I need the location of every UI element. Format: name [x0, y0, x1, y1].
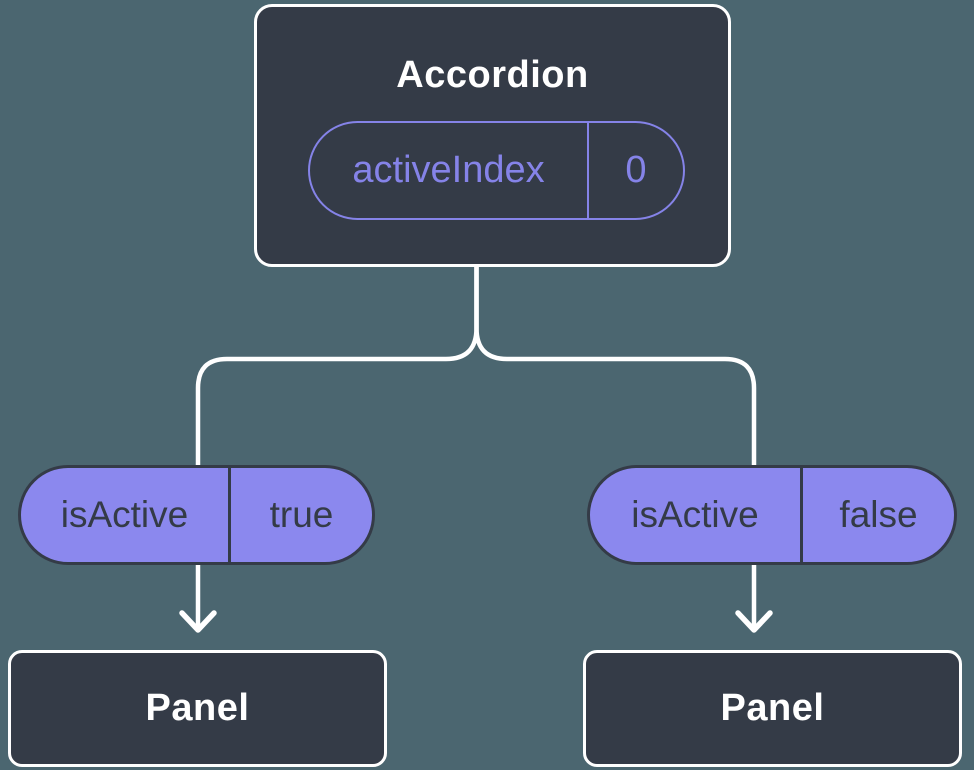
branch-line-left: [195, 264, 479, 628]
prop-pill-value: false: [800, 468, 954, 562]
arrowhead-down-left-icon: [179, 610, 217, 633]
panel-node-title: Panel: [720, 687, 825, 729]
panel-node-title: Panel: [145, 687, 250, 729]
panel-node-left: Panel: [8, 650, 387, 767]
prop-pill-name: isActive: [60, 494, 189, 535]
state-pill-name: activeIndex: [352, 149, 545, 191]
arrowhead-down-right-icon: [735, 610, 773, 633]
prop-pill-isactive-true: isActive true: [18, 465, 375, 565]
branch-line-right: [474, 264, 757, 628]
prop-pill-isactive-false: isActive false: [587, 465, 957, 565]
prop-pill-value: true: [228, 468, 372, 562]
panel-node-right: Panel: [583, 650, 962, 767]
prop-pill-name: isActive: [631, 494, 759, 535]
accordion-node-title: Accordion: [396, 54, 589, 96]
state-pill: activeIndex 0: [308, 121, 685, 220]
state-pill-value: 0: [587, 123, 683, 218]
accordion-node: Accordion activeIndex 0: [254, 4, 731, 267]
